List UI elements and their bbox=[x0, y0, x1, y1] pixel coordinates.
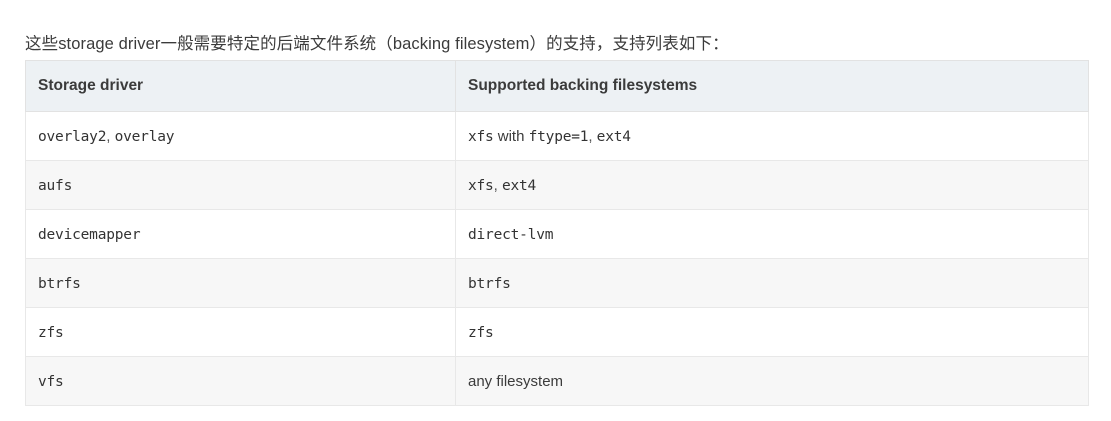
column-header-supported-backing-filesystems: Supported backing filesystems bbox=[455, 60, 1089, 112]
code-token: xfs bbox=[468, 177, 494, 194]
cell-storage-driver: aufs bbox=[25, 160, 456, 210]
cell-storage-driver: devicemapper bbox=[25, 209, 456, 259]
table-row: vfs any filesystem bbox=[25, 356, 1089, 406]
storage-driver-table: Storage driver Supported backing filesys… bbox=[25, 60, 1089, 406]
cell-supported-filesystems: btrfs bbox=[455, 258, 1089, 308]
intro-paragraph: 这些storage driver一般需要特定的后端文件系统（backing fi… bbox=[25, 34, 729, 53]
table-row: btrfs btrfs bbox=[25, 258, 1089, 308]
code-token: overlay2 bbox=[38, 128, 107, 145]
cell-supported-filesystems: zfs bbox=[455, 307, 1089, 357]
code-token: btrfs bbox=[468, 275, 511, 292]
table-container: Storage driver Supported backing filesys… bbox=[25, 60, 1089, 406]
text-token: , bbox=[106, 127, 115, 145]
cell-storage-driver: vfs bbox=[25, 356, 456, 406]
table-head: Storage driver Supported backing filesys… bbox=[25, 60, 1089, 112]
text-token: , bbox=[493, 176, 502, 194]
cell-storage-driver: zfs bbox=[25, 307, 456, 357]
code-token: zfs bbox=[38, 324, 64, 341]
cell-storage-driver: btrfs bbox=[25, 258, 456, 308]
column-header-storage-driver: Storage driver bbox=[25, 60, 456, 112]
code-token: overlay bbox=[114, 128, 175, 145]
table-row: devicemapper direct-lvm bbox=[25, 209, 1089, 259]
code-token: devicemapper bbox=[38, 226, 141, 243]
text-token: any filesystem bbox=[468, 372, 564, 390]
cell-supported-filesystems: xfs with ftype=1, ext4 bbox=[455, 111, 1089, 161]
code-token: ext4 bbox=[501, 177, 537, 194]
code-token: xfs bbox=[468, 128, 494, 145]
code-token: ftype=1 bbox=[528, 128, 589, 145]
cell-supported-filesystems: any filesystem bbox=[455, 356, 1089, 406]
code-token: aufs bbox=[38, 177, 73, 194]
text-token: , bbox=[588, 127, 597, 145]
cell-supported-filesystems: direct-lvm bbox=[455, 209, 1089, 259]
table-row: zfs zfs bbox=[25, 307, 1089, 357]
code-token: zfs bbox=[468, 324, 494, 341]
table-header-row: Storage driver Supported backing filesys… bbox=[25, 60, 1089, 112]
code-token: vfs bbox=[38, 373, 64, 390]
cell-storage-driver: overlay2, overlay bbox=[25, 111, 456, 161]
table-row: aufs xfs, ext4 bbox=[25, 160, 1089, 210]
text-token: with bbox=[493, 127, 529, 145]
cell-supported-filesystems: xfs, ext4 bbox=[455, 160, 1089, 210]
code-token: btrfs bbox=[38, 275, 81, 292]
code-token: direct-lvm bbox=[468, 226, 554, 243]
code-token: ext4 bbox=[596, 128, 631, 145]
